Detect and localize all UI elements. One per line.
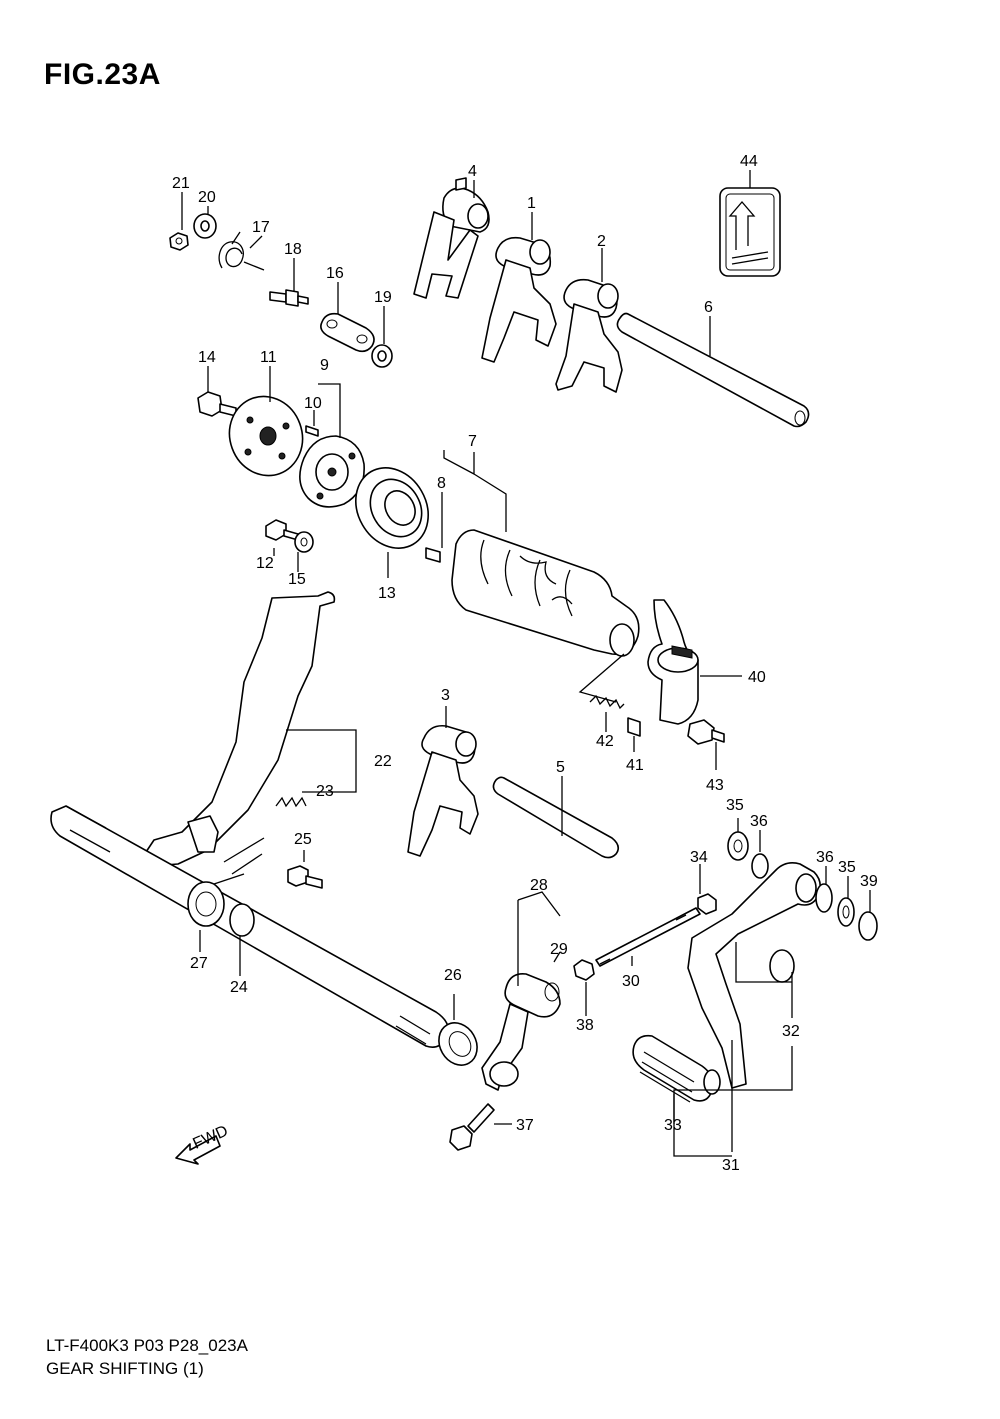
part-bolt-12 (265, 519, 299, 541)
part-nut-21 (169, 232, 189, 251)
label-42: 42 (596, 733, 614, 750)
part-shift-fork-1 (481, 236, 557, 363)
label-44: 44 (740, 153, 758, 170)
label-31: 31 (722, 1157, 740, 1174)
part-bolt-37 (449, 1103, 495, 1151)
label-26: 26 (444, 967, 462, 984)
label-28: 28 (530, 877, 548, 894)
part-seal-26 (438, 1022, 478, 1066)
part-bolt-43 (687, 719, 725, 745)
label-4: 4 (468, 163, 477, 180)
part-spring-27 (187, 873, 245, 927)
part-washer-35a (727, 831, 749, 861)
label-12: 12 (256, 555, 274, 572)
label-36b: 36 (816, 849, 834, 866)
part-stopper-16 (320, 312, 375, 353)
label-21: 21 (172, 175, 190, 192)
label-27: 27 (190, 955, 208, 972)
label-35b: 35 (838, 859, 856, 876)
label-5: 5 (556, 759, 565, 776)
part-gearshift-cam-7 (451, 529, 640, 657)
part-bolt-14 (197, 391, 237, 417)
part-bearing-13 (355, 467, 429, 549)
part-pin-18 (269, 289, 309, 307)
label-23: 23 (316, 783, 334, 800)
label-43: 43 (706, 777, 724, 794)
label-7: 7 (468, 433, 477, 450)
label-9: 9 (320, 357, 329, 374)
part-pin-10 (305, 425, 319, 437)
part-shift-fork-2 (555, 278, 623, 393)
label-29: 29 (550, 941, 568, 958)
label-2: 2 (597, 233, 606, 250)
label-1: 1 (527, 195, 536, 212)
part-circlip-39 (858, 911, 878, 941)
part-shaft-6 (616, 312, 810, 428)
label-17: 17 (252, 219, 270, 236)
part-shift-fork-3 (407, 724, 479, 857)
part-oring-36a (751, 853, 769, 879)
label-30: 30 (622, 973, 640, 990)
part-footrest-33 (632, 1034, 721, 1103)
label-20: 20 (198, 189, 216, 206)
label-35a: 35 (726, 797, 744, 814)
part-shift-pattern-plate-44 (719, 187, 781, 277)
part-shift-lever-22 (145, 591, 336, 875)
part-shaft-5 (492, 776, 620, 859)
part-plate-11 (228, 395, 304, 477)
part-nut-38 (573, 959, 595, 981)
part-cam-9 (299, 435, 365, 508)
model-code: LT-F400K3 P03 P28_023A (46, 1336, 248, 1355)
label-33: 33 (664, 1117, 682, 1134)
label-3: 3 (441, 687, 450, 704)
label-40: 40 (748, 669, 766, 686)
figure-footer: LT-F400K3 P03 P28_023A GEAR SHIFTING (1) (46, 1334, 248, 1380)
label-41: 41 (626, 757, 644, 774)
part-shift-arm-28 (481, 972, 561, 1091)
part-spring-23 (275, 796, 307, 808)
part-sensor-40 (647, 599, 699, 725)
label-10: 10 (304, 395, 322, 412)
figure-caption: GEAR SHIFTING (1) (46, 1359, 204, 1378)
label-15: 15 (288, 571, 306, 588)
part-pin-41 (627, 717, 641, 737)
label-32: 32 (782, 1023, 800, 1040)
label-39: 39 (860, 873, 878, 890)
part-spring-17 (218, 231, 265, 271)
label-13: 13 (378, 585, 396, 602)
part-washer-35b (837, 897, 855, 927)
label-14: 14 (198, 349, 216, 366)
part-washer-15 (294, 531, 314, 553)
part-pin-8 (425, 547, 441, 563)
label-37: 37 (516, 1117, 534, 1134)
part-oring-36b (815, 883, 833, 913)
leader-lines (181, 170, 871, 1157)
label-34: 34 (690, 849, 708, 866)
part-number-labels: 21 20 17 18 16 19 4 1 2 6 44 14 11 9 10 … (172, 153, 878, 1174)
part-washer-19 (371, 344, 393, 368)
label-16: 16 (326, 265, 344, 282)
part-pin-25 (287, 865, 323, 889)
figure-title: FIG.23A (44, 58, 161, 91)
label-6: 6 (704, 299, 713, 316)
part-washer-20 (193, 213, 217, 239)
label-18: 18 (284, 241, 302, 258)
label-19: 19 (374, 289, 392, 306)
part-collar-24b (229, 903, 255, 937)
part-nut-34 (697, 893, 717, 915)
label-8: 8 (437, 475, 446, 492)
label-38: 38 (576, 1017, 594, 1034)
fwd-arrow-icon (175, 1135, 221, 1165)
part-spring-42 (589, 694, 625, 710)
part-rod-30 (595, 907, 701, 967)
label-36a: 36 (750, 813, 768, 830)
label-22: 22 (374, 753, 392, 770)
label-11: 11 (260, 349, 277, 366)
part-shift-fork-4 (413, 177, 490, 299)
label-24: 24 (230, 979, 248, 996)
label-25: 25 (294, 831, 312, 848)
